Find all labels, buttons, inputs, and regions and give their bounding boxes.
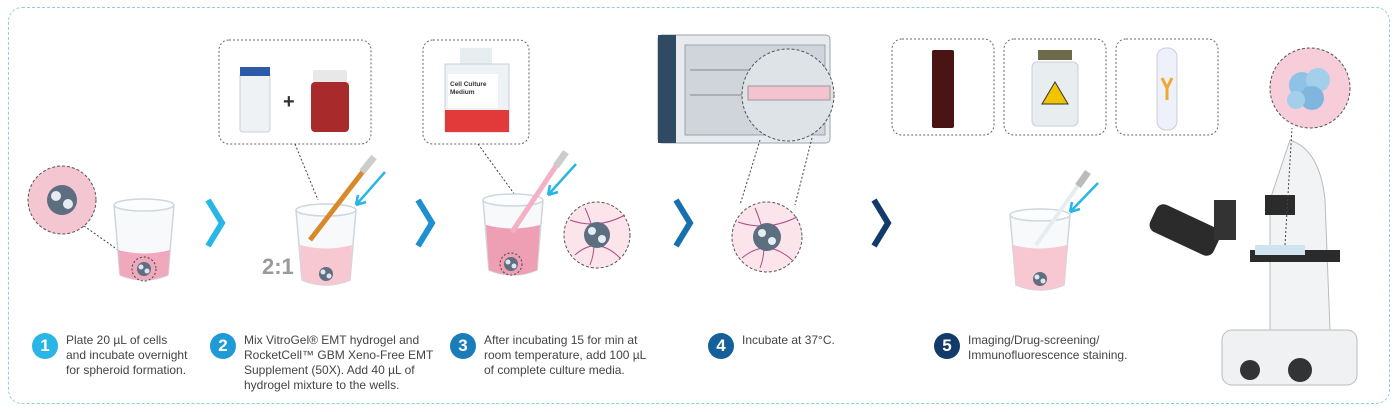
medium-box: Cell Culture Medium [422,39,530,196]
gel-magnifier-3 [563,201,631,269]
step-number-4: 4 [708,333,734,359]
step-2: 2 Mix VitroGel® EMT hydrogel and RocketC… [210,333,433,393]
well-3 [482,193,544,276]
spheroid-magnifier-5 [1269,47,1351,129]
gel-magnifier-4 [731,201,803,273]
chevron-4 [871,198,892,248]
svg-text:Medium: Medium [450,89,475,96]
microscope [1149,127,1358,386]
step-5: 5 Imaging/Drug-screening/ Immunofluoresc… [934,333,1127,363]
pipette-2 [308,154,377,242]
svg-text:Cell Culture: Cell Culture [450,81,487,88]
well-1 [113,198,175,282]
step-3: 3 After incubating 15 for min at room te… [450,333,646,378]
arrow-3 [546,163,577,197]
svg-text:+: + [283,91,295,113]
step-number-5: 5 [934,333,960,359]
step-text-3: After incubating 15 for min at room temp… [484,333,647,377]
well-5 [1009,208,1071,291]
pipette-3 [509,149,569,234]
step-text-4: Incubate at 37°C. [742,333,835,347]
step-number-2: 2 [210,333,236,359]
plate-magnifier [739,48,835,206]
reagent-boxes-5 [891,38,1219,136]
step-number-1: 1 [32,333,58,359]
step-1: 1 Plate 20 µL of cells and incubate over… [32,333,187,378]
well-2 [295,203,357,286]
reagents-box: + [218,39,372,201]
spheroid-magnifier-1 [27,165,136,263]
chevron-1 [205,198,226,248]
pipette-5 [1034,169,1091,247]
chevron-3 [673,198,694,248]
step-text-1: Plate 20 µL of cells and incubate overni… [66,333,188,377]
mix-ratio-label: 2:1 [262,254,294,279]
arrow-2 [354,171,386,207]
step-number-3: 3 [450,333,476,359]
step-text-2: Mix VitroGel® EMT hydrogel and RocketCel… [244,333,434,392]
arrow-5 [1068,182,1099,214]
chevron-2 [415,198,436,248]
diagram-frame [8,7,1390,404]
step-4: 4 Incubate at 37°C. [708,333,835,359]
step-text-5: Imaging/Drug-screening/ Immunofluorescen… [968,333,1128,362]
